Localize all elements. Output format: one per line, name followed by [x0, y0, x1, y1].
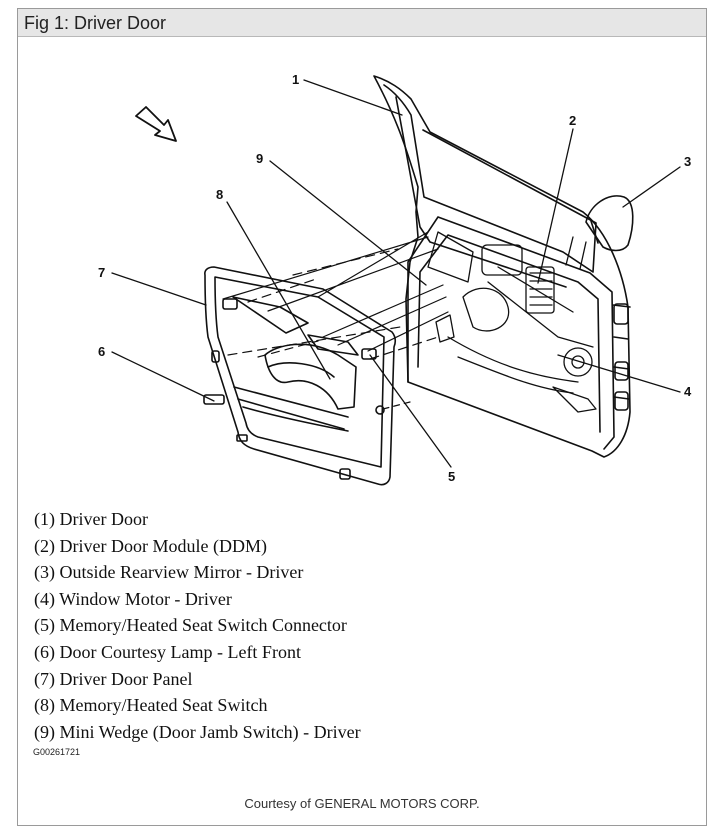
legend-item: (2) Driver Door Module (DDM): [34, 535, 267, 556]
direction-arrow-icon: [135, 106, 177, 142]
leader-2: [537, 128, 574, 284]
door-internals: [427, 231, 597, 413]
door-diagram: 1 2 3 4 5 6 7 8 9: [98, 72, 692, 486]
legend-item: (4) Window Motor - Driver: [34, 588, 232, 609]
callout-leaders: [111, 79, 681, 468]
leader-4: [557, 354, 681, 393]
leader-7: [111, 272, 207, 306]
leader-3: [622, 166, 681, 208]
figure-title-bar: Fig 1: Driver Door: [18, 9, 706, 37]
leader-9: [269, 160, 427, 286]
callout-3: 3: [684, 154, 691, 169]
legend-item: (9) Mini Wedge (Door Jamb Switch) - Driv…: [34, 721, 361, 742]
legend-item: (1) Driver Door: [34, 509, 148, 529]
callout-2: 2: [569, 113, 576, 128]
callout-8: 8: [216, 187, 223, 202]
legend-item: (8) Memory/Heated Seat Switch: [34, 695, 268, 716]
courtesy-credit: Courtesy of GENERAL MOTORS CORP.: [244, 796, 480, 811]
figure-frame: Fig 1: Driver Door: [17, 8, 707, 826]
outside-mirror: [585, 195, 634, 252]
callout-5: 5: [448, 469, 455, 484]
leader-5: [369, 354, 452, 468]
callout-4: 4: [684, 384, 692, 399]
leader-8: [226, 201, 331, 380]
callout-numbers: 1 2 3 4 5 6 7 8 9: [98, 72, 692, 484]
legend-item: (7) Driver Door Panel: [34, 668, 193, 689]
legend-item: (5) Memory/Heated Seat Switch Connector: [34, 615, 347, 636]
callout-9: 9: [256, 151, 263, 166]
leader-6: [111, 351, 215, 402]
legend-item: (3) Outside Rearview Mirror - Driver: [34, 562, 304, 583]
driver-door-panel: [203, 266, 397, 486]
legend-item: (6) Door Courtesy Lamp - Left Front: [34, 641, 301, 662]
callout-6: 6: [98, 344, 105, 359]
callout-7: 7: [98, 265, 105, 280]
driver-door-shell: [373, 75, 631, 458]
parts-legend: (1) Driver Door (2) Driver Door Module (…: [34, 506, 361, 745]
figure-title: Fig 1: Driver Door: [24, 13, 167, 33]
callout-1: 1: [292, 72, 299, 87]
leader-1: [303, 79, 403, 116]
figure-code: G00261721: [33, 747, 81, 757]
exploded-view-lines: [222, 231, 449, 410]
